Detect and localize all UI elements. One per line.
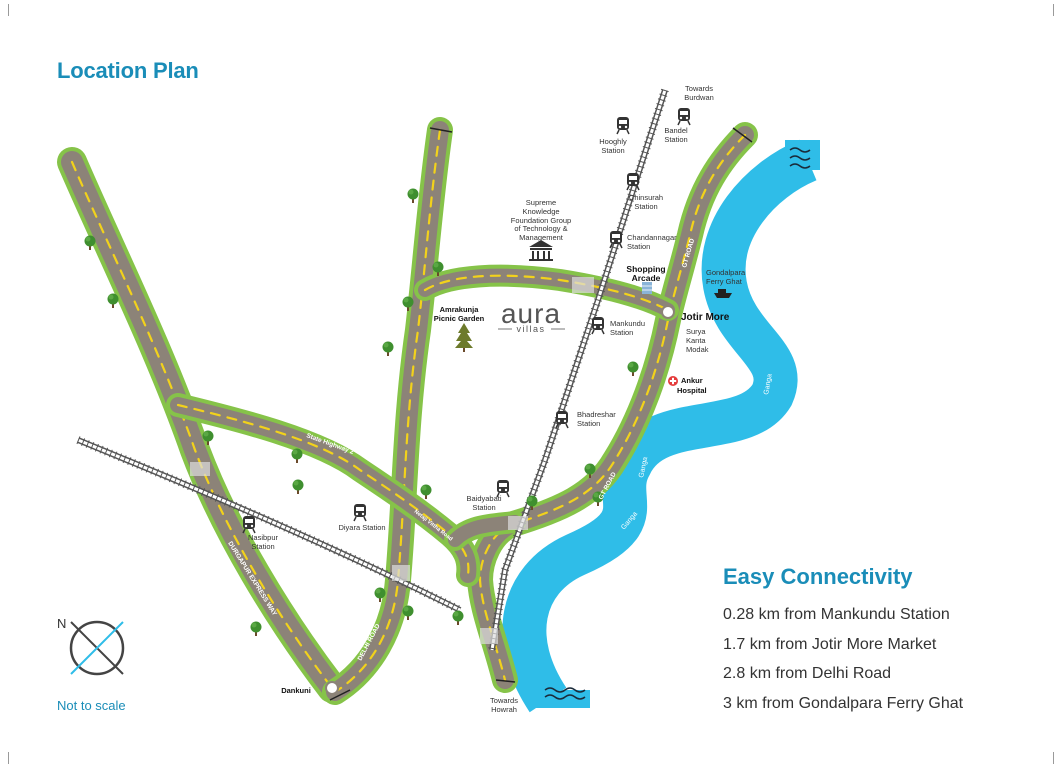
road-gt [467, 122, 758, 693]
label-jotir-more: Jotir More [681, 312, 730, 323]
label-bandel-2: Station [664, 135, 687, 144]
label-amrakunja-1: Amrakunja [440, 305, 480, 314]
compass-cross [70, 621, 124, 675]
connectivity-item: 2.8 km from Delhi Road [723, 665, 892, 682]
label-chinsurah-1: Chinsurah [629, 193, 663, 202]
label-bhadreshar-1: Bhadreshar [577, 410, 616, 419]
crop-mark [1053, 752, 1054, 764]
label-nasibpur-2: Station [251, 542, 274, 551]
label-surya-2: Kanta [686, 336, 706, 345]
river-ganga [502, 139, 818, 713]
connectivity-item: 3 km from Gondalpara Ferry Ghat [723, 694, 964, 712]
connectivity-panel: Easy Connectivity 0.28 km from Mankundu … [723, 564, 1043, 718]
label-ankur-1: Ankur [681, 376, 703, 385]
scale-note: Not to scale [57, 698, 126, 713]
map-labels: Towards Burdwan Bandel Station Hooghly S… [248, 84, 746, 714]
label-bhadreshar-2: Station [577, 419, 600, 428]
compass-north-label: N [57, 616, 66, 631]
crop-mark [8, 752, 9, 764]
page-title: Location Plan [57, 58, 199, 83]
road-end-marker [329, 127, 753, 701]
label-nasibpur-1: Nasibpur [248, 533, 279, 542]
label-dankuni: Dankuni [281, 686, 311, 695]
wave-icon [544, 147, 811, 700]
railway-line [488, 88, 669, 651]
label-baidyabati-2: Station [472, 503, 495, 512]
pine-tree-icon [455, 323, 473, 352]
label-surya-1: Surya [686, 327, 706, 336]
label-gondalpara-1: Gondalpara [706, 268, 746, 277]
logo-sub: villas [516, 324, 545, 334]
label-supreme-1: Supreme [526, 198, 556, 207]
label-diyara: Diyara Station [338, 523, 385, 532]
ferry-icon [714, 289, 732, 298]
label-surya-3: Modak [686, 345, 709, 354]
roundabout [325, 681, 339, 695]
aura-logo: aura villas [498, 298, 565, 334]
label-towards-burdwan-2: Burdwan [684, 93, 714, 102]
label-chandannagar-1: Chandannagar [627, 233, 677, 242]
label-mankundu-1: Mankundu [610, 319, 645, 328]
label-towards-burdwan-1: Towards [685, 84, 713, 93]
connectivity-item: 0.28 km from Mankundu Station [723, 606, 950, 623]
label-supreme-2: Knowledge [522, 207, 559, 216]
railway-line-west [76, 436, 462, 614]
compass: N [57, 616, 125, 676]
label-gondalpara-2: Ferry Ghat [706, 277, 743, 286]
label-bandel-1: Bandel [664, 126, 688, 135]
label-baidyabati-1: Baidyabati [466, 494, 501, 503]
building-icon [642, 282, 652, 294]
label-shopping-2: Arcade [632, 273, 661, 283]
road-upper-link [414, 264, 679, 321]
connectivity-item: 1.7 km from Jotir More Market [723, 635, 937, 653]
label-chandannagar-2: Station [627, 242, 650, 251]
institution-icon [529, 240, 553, 261]
hospital-icon [668, 376, 678, 386]
label-supreme-4: of Technology & [514, 224, 567, 233]
label-hooghly-2: Station [601, 146, 624, 155]
label-amrakunja-2: Picnic Garden [434, 314, 485, 323]
river-label: Ganga [763, 373, 774, 395]
crop-mark [8, 4, 9, 16]
level-crossing [190, 277, 594, 644]
label-supreme-5: Management [519, 233, 564, 242]
label-mankundu-2: Station [610, 328, 633, 337]
crop-mark [1053, 4, 1054, 16]
label-supreme-3: Foundation Group [511, 216, 571, 225]
label-chinsurah-2: Station [634, 202, 657, 211]
road-delhi [322, 117, 453, 705]
label-ankur-2: Hospital [677, 386, 707, 395]
label-towards-howrah-1: Towards [490, 696, 518, 705]
road-durgapur-expressway [57, 147, 347, 703]
logo-text: aura [501, 298, 561, 329]
connectivity-title: Easy Connectivity [723, 564, 913, 589]
label-hooghly-1: Hooghly [599, 137, 627, 146]
river-label: Ganga [638, 456, 649, 478]
label-towards-howrah-2: Howrah [491, 705, 517, 714]
label-shopping-1: Shopping [626, 264, 665, 274]
compass-circle [69, 620, 125, 676]
roundabout [661, 305, 675, 319]
